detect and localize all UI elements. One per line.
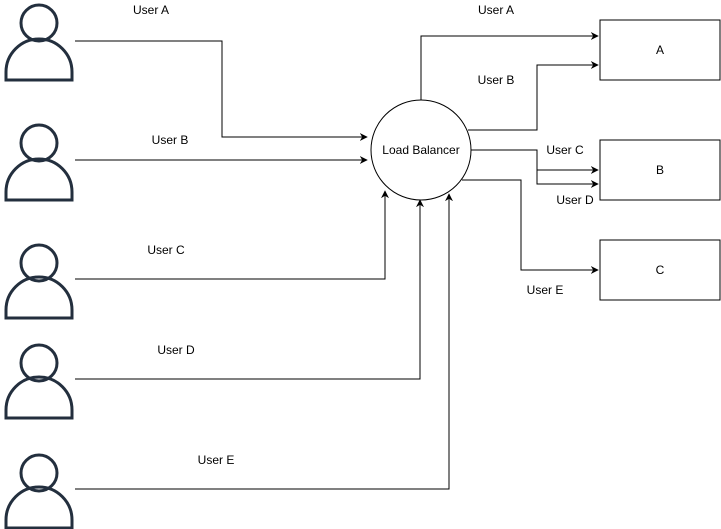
load-balancer-label: Load Balancer (382, 143, 459, 157)
server-b-box[interactable]: B (599, 139, 721, 201)
server-a-box[interactable]: A (599, 19, 721, 81)
edge-label-user-e: User E (198, 453, 235, 467)
out-label-a-user-a: User A (478, 3, 514, 17)
server-b-label: B (656, 163, 664, 177)
out-label-a-user-b: User B (478, 73, 515, 87)
edge-lb-to-c-user-e (462, 179, 599, 274)
edge-user-d-to-lb (75, 199, 424, 380)
edge-user-a-to-lb (75, 40, 368, 141)
edge-lb-to-b-user-d (536, 170, 599, 188)
user-icon-e (4, 453, 74, 529)
out-label-c-user-e: User E (527, 283, 564, 297)
edge-label-user-c: User C (147, 243, 185, 257)
out-label-b-user-d: User D (556, 193, 594, 207)
edge-label-user-b: User B (152, 133, 189, 147)
edge-user-c-to-lb (75, 190, 389, 280)
edge-user-e-to-lb (75, 193, 453, 490)
user-icon-c (4, 243, 74, 320)
server-c-box[interactable]: C (599, 239, 721, 301)
out-label-b-user-c: User C (546, 143, 584, 157)
server-a-label: A (656, 43, 664, 57)
server-c-label: C (656, 263, 665, 277)
edge-lb-to-b-user-c (470, 149, 599, 174)
edge-lb-to-a-user-b (468, 61, 599, 131)
edge-label-user-a: User A (133, 3, 169, 17)
user-icon-d (4, 343, 74, 420)
user-icon-b (4, 123, 74, 202)
user-icon-a (4, 3, 74, 82)
load-balancer-node[interactable]: Load Balancer (370, 99, 472, 201)
edge-label-user-d: User D (157, 343, 195, 357)
edge-lb-to-a-user-a (420, 32, 599, 101)
